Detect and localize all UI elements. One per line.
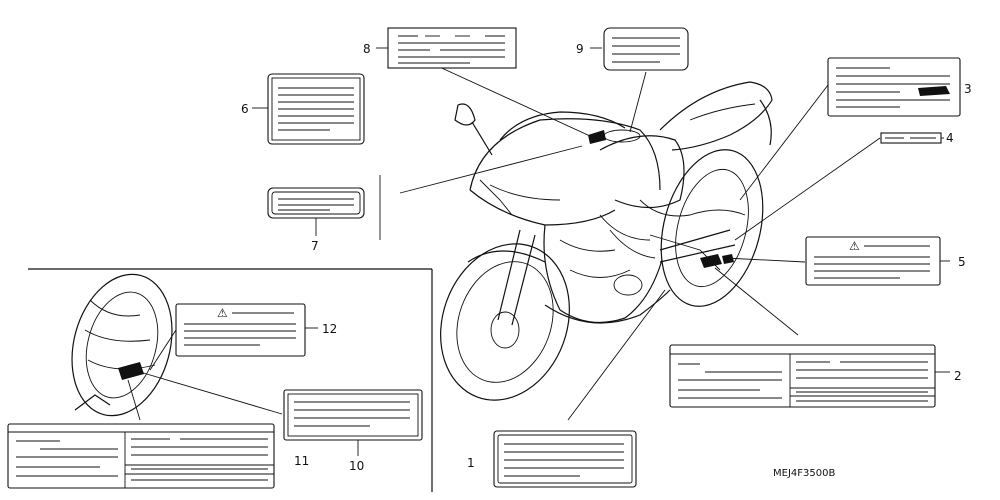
label-8 bbox=[387, 27, 517, 69]
callout-8: 8 bbox=[363, 42, 371, 56]
warning-symbol: ⚠ bbox=[849, 239, 860, 253]
inset-detail-drawing bbox=[71, 273, 173, 417]
label-3 bbox=[827, 57, 961, 117]
callout-10: 10 bbox=[349, 459, 364, 473]
label-11 bbox=[7, 423, 275, 489]
callout-5: 5 bbox=[958, 255, 966, 269]
callout-2: 2 bbox=[954, 369, 962, 383]
label-2 bbox=[669, 344, 936, 408]
callout-6: 6 bbox=[241, 102, 249, 116]
callout-1: 1 bbox=[467, 456, 475, 470]
callout-7: 7 bbox=[311, 239, 319, 253]
label-5: ⚠ bbox=[805, 236, 941, 286]
part-code: MEJ4F3500B bbox=[773, 468, 835, 479]
label-12: ⚠ bbox=[175, 303, 306, 357]
callout-9: 9 bbox=[576, 42, 584, 56]
label-4 bbox=[880, 132, 942, 144]
callout-3: 3 bbox=[964, 82, 972, 96]
callout-4: 4 bbox=[946, 131, 954, 145]
callout-numbers: 1 2 3 4 5 6 7 8 9 10 11 12 bbox=[241, 42, 972, 473]
callout-12: 12 bbox=[322, 322, 337, 336]
warning-symbol: ⚠ bbox=[217, 306, 228, 320]
label-10 bbox=[283, 389, 423, 441]
label-9 bbox=[603, 27, 689, 71]
inset-frame bbox=[28, 268, 433, 492]
callout-11: 11 bbox=[294, 454, 309, 468]
label-6 bbox=[267, 73, 365, 145]
label-7 bbox=[267, 187, 365, 219]
label-1 bbox=[493, 430, 637, 488]
motorcycle-drawing bbox=[440, 81, 773, 401]
